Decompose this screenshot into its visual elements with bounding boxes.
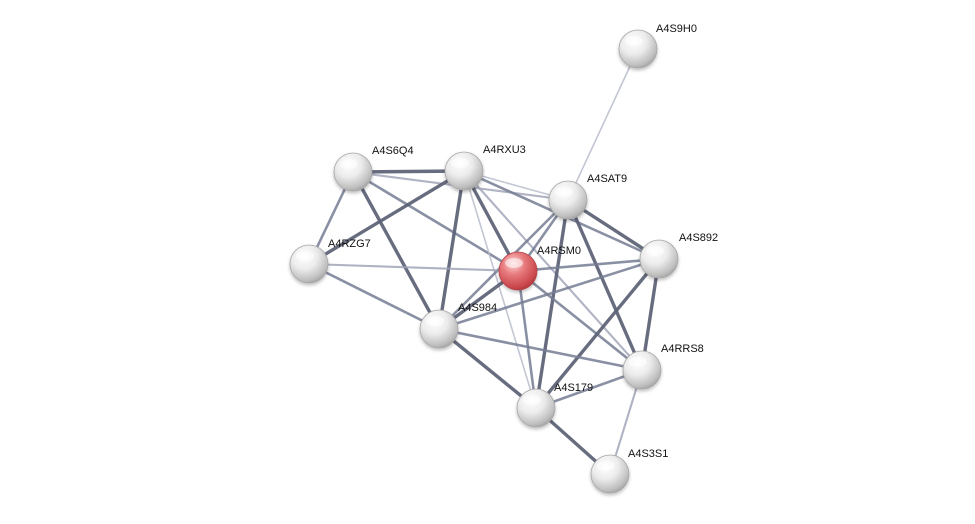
node-highlight: [451, 158, 469, 168]
edge-a4s6q4-a4s984[interactable]: [351, 170, 441, 331]
node-ball-a4s6q4[interactable]: [333, 152, 373, 192]
node-ball-a4rrs8[interactable]: [622, 350, 662, 390]
node-highlight: [296, 251, 314, 261]
edge-a4rsm0-a4s179[interactable]: [516, 269, 538, 410]
node-a4s6q4[interactable]: A4S6Q4: [333, 145, 414, 192]
node-ball-a4s3s1[interactable]: [590, 454, 630, 494]
edge-a4s984-a4rrs8[interactable]: [437, 327, 644, 372]
node-label-a4s6q4: A4S6Q4: [372, 145, 414, 157]
edge-a4sat9-a4s179[interactable]: [534, 198, 570, 410]
node-label-a4s3s1: A4S3S1: [628, 448, 668, 460]
node-highlight: [597, 461, 615, 471]
node-highlight: [629, 357, 647, 367]
node-label-a4s984: A4S984: [458, 302, 497, 314]
node-ball-a4s9h0[interactable]: [618, 29, 658, 69]
node-a4sat9[interactable]: A4SAT9: [548, 173, 627, 220]
node-ball-a4rsm0[interactable]: [498, 251, 538, 291]
node-label-a4rrs8: A4RRS8: [661, 343, 704, 355]
edge-a4rzg7-a4rsm0[interactable]: [307, 262, 520, 273]
node-a4s984[interactable]: A4S984: [419, 302, 497, 349]
node-a4rsm0[interactable]: A4RSM0: [498, 245, 581, 291]
edge-a4rsm0-a4s892[interactable]: [516, 257, 661, 273]
edge-a4rsm0-a4rrs8[interactable]: [516, 269, 644, 372]
node-a4s892[interactable]: A4S892: [639, 232, 718, 279]
edge-a4s984-a4s179[interactable]: [437, 327, 538, 410]
node-label-a4s9h0: A4S9H0: [656, 23, 697, 35]
node-label-a4rsm0: A4RSM0: [537, 245, 581, 257]
edge-a4s6q4-a4rsm0[interactable]: [351, 170, 520, 273]
edge-a4rzg7-a4s984[interactable]: [307, 262, 441, 331]
node-highlight: [523, 395, 541, 405]
node-highlight: [426, 316, 444, 326]
edge-a4sat9-a4rrs8[interactable]: [566, 198, 644, 372]
edge-a4rxu3-a4s179[interactable]: [463, 170, 537, 409]
node-highlight: [340, 159, 358, 169]
node-highlight: [555, 187, 573, 197]
node-a4s9h0[interactable]: A4S9H0: [618, 23, 697, 69]
node-ball-a4s179[interactable]: [516, 388, 556, 428]
node-ball-a4rzg7[interactable]: [289, 244, 329, 284]
node-a4rrs8[interactable]: A4RRS8: [622, 343, 704, 390]
node-ball-a4s984[interactable]: [419, 309, 459, 349]
node-ball-a4sat9[interactable]: [548, 180, 588, 220]
node-label-a4s179: A4S179: [554, 382, 593, 394]
node-a4rzg7[interactable]: A4RZG7: [289, 238, 371, 284]
node-ball-a4rxu3[interactable]: [444, 151, 484, 191]
node-a4s179[interactable]: A4S179: [516, 382, 593, 428]
node-highlight: [625, 36, 643, 46]
node-a4rxu3[interactable]: A4RXU3: [444, 144, 526, 191]
edge-a4s892-a4s179[interactable]: [534, 257, 661, 410]
node-label-a4s892: A4S892: [679, 232, 718, 244]
node-label-a4rxu3: A4RXU3: [483, 144, 526, 156]
edge-a4s9h0-a4sat9[interactable]: [567, 48, 639, 201]
node-highlight: [505, 258, 523, 268]
node-highlight: [646, 246, 664, 256]
edges-layer: [307, 48, 661, 476]
node-a4s3s1[interactable]: A4S3S1: [590, 448, 668, 494]
node-ball-a4s892[interactable]: [639, 239, 679, 279]
edge-a4rxu3-a4rzg7[interactable]: [307, 169, 466, 266]
node-label-a4rzg7: A4RZG7: [328, 238, 371, 250]
node-label-a4sat9: A4SAT9: [587, 173, 627, 185]
edge-a4rxu3-a4s984[interactable]: [437, 169, 466, 331]
edge-a4rxu3-a4rrs8[interactable]: [462, 169, 644, 372]
edge-a4s892-a4s984[interactable]: [437, 257, 661, 331]
